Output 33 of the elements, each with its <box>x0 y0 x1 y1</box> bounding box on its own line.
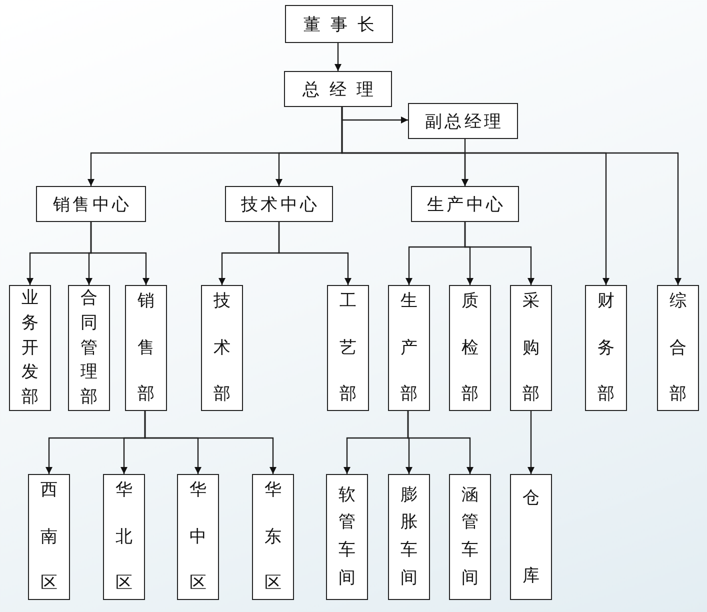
unit-box: 膨胀车间 <box>388 474 430 600</box>
arrow <box>528 411 534 474</box>
arrow <box>334 43 342 71</box>
unit-box: 技术部 <box>201 285 243 411</box>
unit-box: 软管车间 <box>326 474 368 600</box>
unit-box: 工艺部 <box>327 285 369 411</box>
unit-box: 采购部 <box>510 285 552 411</box>
unit-box: 销售部 <box>125 285 167 411</box>
unit-box: 业务开发部 <box>9 285 51 411</box>
unit-box: 综合部 <box>657 285 699 411</box>
unit-box: 仓库 <box>510 474 552 600</box>
unit-box: 华中区 <box>177 474 219 600</box>
unit-box: 华北区 <box>103 474 145 600</box>
arrow <box>144 411 276 474</box>
unit-box: 西南区 <box>28 474 70 600</box>
arrow <box>341 107 682 285</box>
department-box: 销售中心 <box>36 186 146 222</box>
unit-box: 涵管车间 <box>449 474 491 600</box>
arrow <box>462 139 468 186</box>
arrow <box>278 222 352 285</box>
unit-box: 财务部 <box>585 285 627 411</box>
department-box: 总经理 <box>284 71 392 107</box>
unit-box: 生产部 <box>388 285 430 411</box>
department-box: 技术中心 <box>225 186 333 222</box>
unit-box: 华东区 <box>252 474 294 600</box>
unit-box: 质检部 <box>449 285 491 411</box>
department-box: 副总经理 <box>408 103 518 139</box>
unit-box: 合同管理部 <box>68 285 110 411</box>
arrow <box>407 411 474 474</box>
arrow <box>464 222 534 285</box>
department-box: 董事长 <box>285 5 393 43</box>
arrow <box>90 222 150 285</box>
department-box: 生产中心 <box>411 186 519 222</box>
